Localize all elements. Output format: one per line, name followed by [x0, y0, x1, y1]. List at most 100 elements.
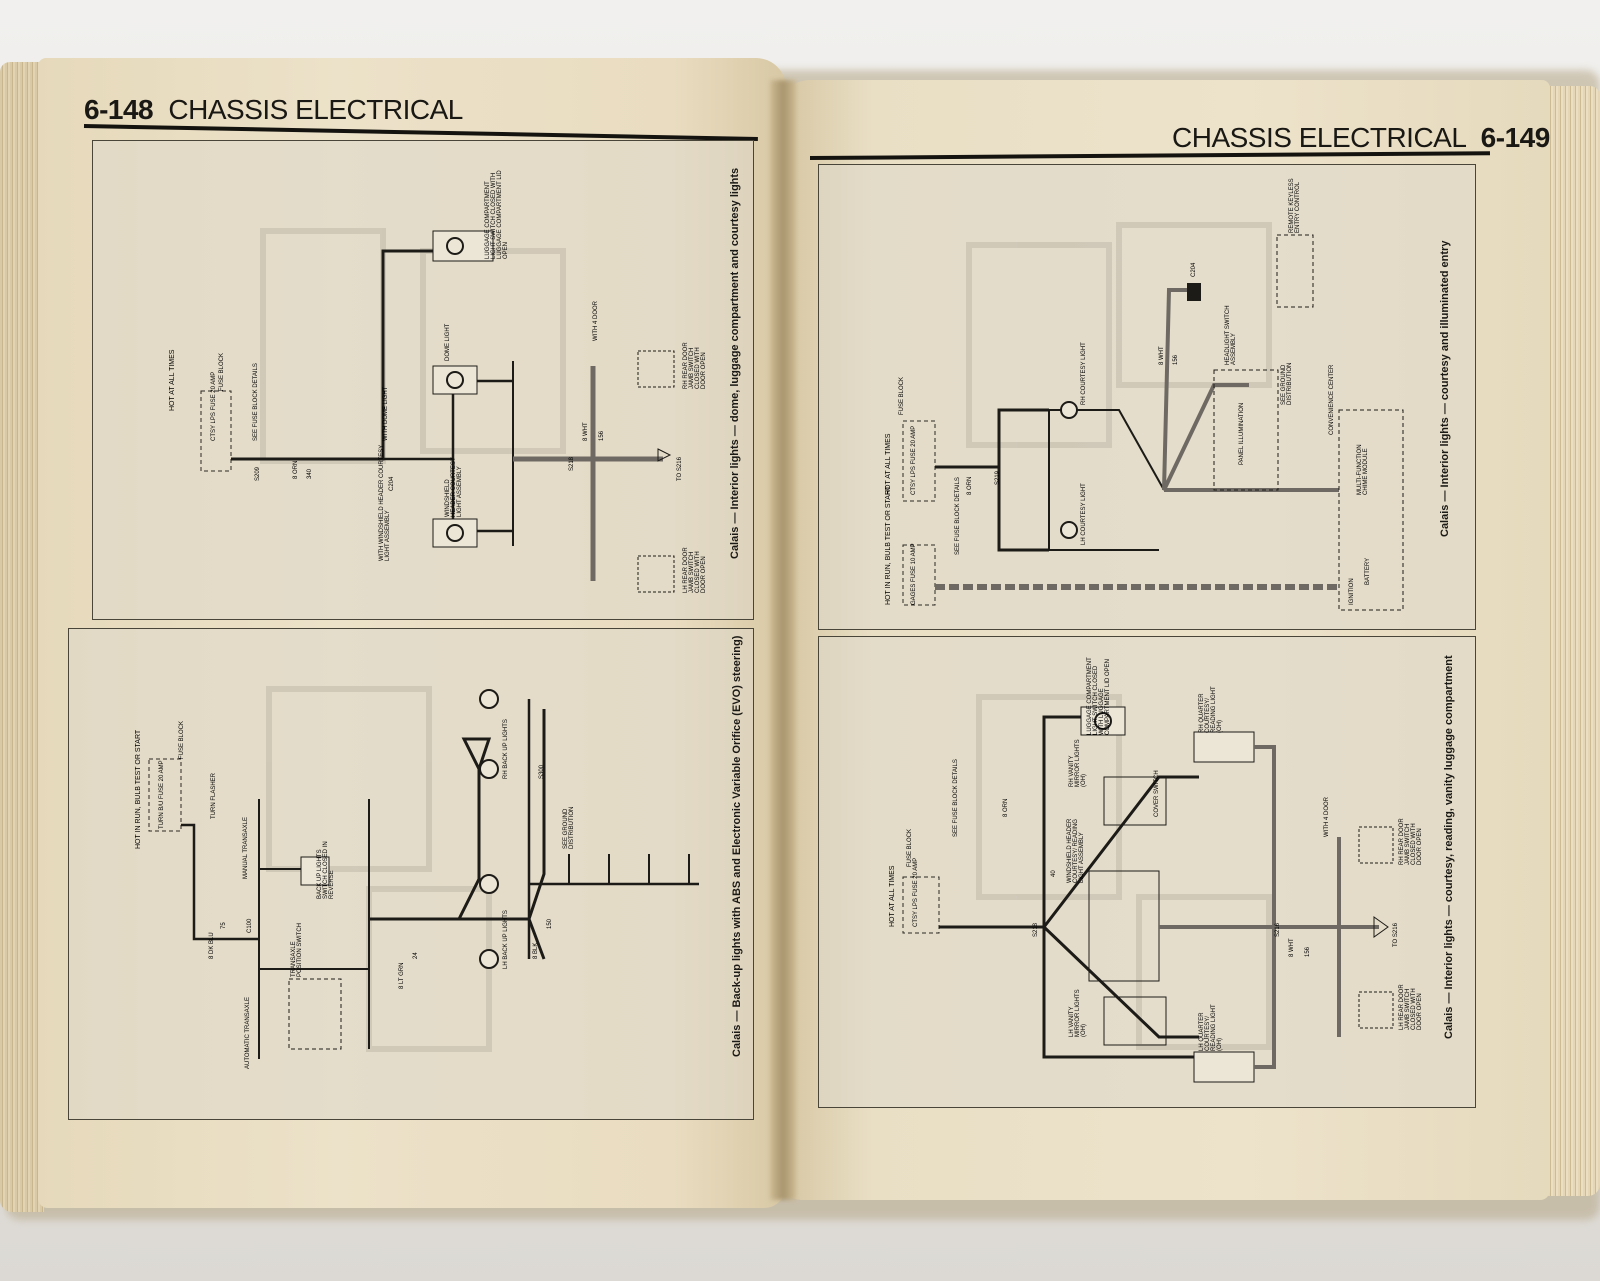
- label-wire-8-wht: 8 WHT: [1159, 346, 1165, 365]
- label-rh-backup: RH BACK UP LIGHTS: [503, 719, 509, 779]
- label-wire-40: 40: [1051, 870, 1057, 877]
- label-wire-8-dk-blu: 8 DK BLU: [209, 932, 215, 959]
- label-fuse-gages: GAGES FUSE 10 AMP: [911, 543, 917, 605]
- label-s218: S218: [569, 456, 575, 471]
- label-see-ground: SEE GROUND DISTRIBUTION: [563, 806, 575, 849]
- label-hot-run: HOT IN RUN, BULB TEST OR START: [135, 729, 142, 849]
- wiring-diagram-svg: [902, 694, 1394, 1083]
- right-page-number: 6-149: [1480, 122, 1551, 153]
- label-fuse-block: FUSE BLOCK: [219, 352, 225, 391]
- label-see-fuse: SEE FUSE BLOCK DETAILS: [953, 759, 959, 837]
- label-fuse: CTSY LPS FUSE 20 AMP: [913, 857, 919, 927]
- label-wire-8-lt-grn: 8 LT GRN: [399, 962, 405, 989]
- label-rh-vanity: RH VANITY MIRROR LIGHTS (OH): [1069, 739, 1087, 787]
- caption-courtesy-reading-vanity: Calais — Interior lights — courtesy, rea…: [1443, 655, 1455, 1039]
- label-turn-flasher: TURN FLASHER: [211, 772, 217, 819]
- caption-backup-lights: Calais — Back-up lights with ABS and Ele…: [731, 635, 743, 1057]
- left-page-header: 6-148 CHASSIS ELECTRICAL: [84, 94, 463, 126]
- label-wire-340: 340: [307, 468, 313, 479]
- right-page-edges: [1548, 86, 1600, 1196]
- label-lh-rear: LH REAR DOOR JAMB SWITCH CLOSED WITH DOO…: [1399, 984, 1423, 1030]
- label-lh-courtesy: LH COURTESY LIGHT: [1081, 483, 1087, 545]
- label-fuse-block: FUSE BLOCK: [907, 828, 913, 867]
- label-c100: C100: [247, 918, 253, 933]
- label-convenience: CONVENIENCE CENTER: [1329, 364, 1335, 435]
- label-c204: C204: [389, 476, 395, 491]
- label-s209: S209: [255, 466, 261, 481]
- label-s218: S218: [1033, 922, 1039, 937]
- right-page-header: CHASSIS ELECTRICAL 6-149: [1172, 122, 1550, 154]
- label-lh-backup: LH BACK UP LIGHTS: [503, 910, 509, 969]
- diagram-backup-lights: HOT IN RUN, BULB TEST OR START TURN B/U …: [68, 628, 754, 1120]
- label-multi-function: MULTI-FUNCTION CHIME MODULE: [1357, 444, 1369, 495]
- label-s300: S300: [539, 764, 545, 779]
- caption-courtesy-illuminated-entry: Calais — Interior lights — courtesy and …: [1439, 240, 1451, 537]
- label-wire-156: 156: [599, 430, 605, 441]
- label-wire-24: 24: [413, 952, 419, 959]
- label-see-fuse: SEE FUSE BLOCK DETAILS: [253, 363, 259, 441]
- label-with-4-door: WITH 4 DOOR: [593, 301, 599, 341]
- left-section-title: CHASSIS ELECTRICAL: [168, 94, 463, 125]
- label-wire-75: 75: [221, 922, 227, 929]
- label-rh-rear: RH REAR DOOR JAMB SWITCH CLOSED WITH DOO…: [683, 342, 707, 389]
- label-wire-8-wht: 8 WHT: [583, 422, 589, 441]
- label-lh-quarter: LH QUARTER COURTESY/ READING LIGHT (OH): [1199, 1004, 1223, 1051]
- label-remote: REMOTE KEYLESS ENTRY CONTROL: [1289, 178, 1301, 233]
- label-to-s216: TO S216: [1393, 923, 1399, 947]
- label-rh-quarter: RH QUARTER COURTESY/ READING LIGHT (OH): [1199, 686, 1223, 733]
- label-headlight-switch: HEADLIGHT SWITCH ASSEMBLY: [1225, 305, 1237, 365]
- label-wire-156: 156: [1173, 354, 1179, 365]
- label-windshield: WINDSHIELD HEADER COURTESY LIGHT ASSEMBL…: [445, 457, 463, 517]
- label-manual: MANUAL TRANSAXLE: [243, 816, 249, 879]
- label-rh-rear: RH REAR DOOR JAMB SWITCH CLOSED WITH DOO…: [1399, 818, 1423, 865]
- label-s219: S219: [995, 470, 1001, 485]
- label-transaxle-position: TRANSAXLE POSITION SWITCH: [291, 923, 303, 977]
- label-battery: BATTERY: [1365, 557, 1371, 585]
- label-wire-8-orn: 8 ORN: [1003, 798, 1009, 817]
- diagram-courtesy-reading-vanity: HOT AT ALL TIMES CTSY LPS FUSE 20 AMP FU…: [818, 636, 1476, 1108]
- label-see-fuse: SEE FUSE BLOCK DETAILS: [955, 477, 961, 555]
- right-section-title: CHASSIS ELECTRICAL: [1172, 122, 1466, 153]
- wiring-diagram-svg: [148, 686, 699, 1059]
- label-hot-at-all-times: HOT AT ALL TIMES: [889, 865, 896, 927]
- label-fuse-block: FUSE BLOCK: [179, 720, 185, 759]
- label-with-4-door: WITH 4 DOOR: [1324, 797, 1330, 837]
- label-lh-vanity: LH VANITY MIRROR LIGHTS (OH): [1069, 989, 1087, 1037]
- left-page-edges: [0, 62, 44, 1212]
- label-windshield: WINDSHIELD HEADER COURTESY/ READING LIGH…: [1067, 818, 1085, 883]
- label-s216: S216: [1275, 922, 1281, 937]
- label-wire-150: 150: [547, 918, 553, 929]
- label-with-windshield: WITH WINDSHIELD HEADER COURTESY LIGHT AS…: [379, 444, 391, 561]
- label-lh-rear: LH REAR DOOR JAMB SWITCH CLOSED WITH DOO…: [683, 547, 707, 593]
- label-wire-8-orn: 8 ORN: [293, 460, 299, 479]
- label-rh-courtesy: RH COURTESY LIGHT: [1081, 342, 1087, 405]
- label-wire-8-orn: 8 ORN: [967, 476, 973, 495]
- label-hot-at-all-times: HOT AT ALL TIMES: [169, 349, 176, 411]
- label-wire-8-wht: 8 WHT: [1289, 938, 1295, 957]
- wiring-diagram-svg: [200, 228, 675, 593]
- label-fuse-block: FUSE BLOCK: [899, 376, 905, 415]
- diagram-dome-luggage-courtesy: HOT AT ALL TIMES CTSY LPS FUSE 20 AMP SE…: [92, 140, 754, 620]
- label-see-ground: SEE GROUND DISTRIBUTION: [1281, 362, 1293, 405]
- label-fuse: TURN B/U FUSE 20 AMP: [159, 760, 165, 829]
- label-fuse: CTSY LPS FUSE 20 AMP: [211, 371, 217, 441]
- label-to-s216: TO S216: [677, 457, 683, 481]
- label-luggage: LUGGAGE COMPARTMENT LIGHT SWITCH CLOSED …: [485, 170, 509, 259]
- wiring-diagram-svg: [902, 222, 1404, 611]
- label-backup-switch: BACK UP LIGHTS SWITCH CLOSED IN REVERSE: [317, 841, 335, 899]
- label-ignition: IGNITION: [1349, 578, 1355, 605]
- label-automatic: AUTOMATIC TRANSAXLE: [245, 996, 251, 1069]
- diagram-courtesy-illuminated-entry: HOT AT ALL TIMES HOT IN RUN, BULB TEST O…: [818, 164, 1476, 630]
- label-luggage: LUGGAGE COMPARTMENT LIGHT SWITCH CLOSED …: [1087, 657, 1111, 735]
- label-fuse-ctsy: CTSY LPS FUSE 20 AMP: [911, 425, 917, 495]
- left-page-number: 6-148: [84, 94, 154, 125]
- label-wire-156: 156: [1305, 946, 1311, 957]
- caption-dome-luggage-courtesy: Calais — Interior lights — dome, luggage…: [729, 167, 741, 559]
- label-c204: C204: [1191, 262, 1197, 277]
- label-wire-8-blk: 8 BLK: [533, 942, 539, 959]
- label-hot-run: HOT IN RUN, BULB TEST OR START: [885, 485, 892, 605]
- book-gutter: [770, 80, 796, 1200]
- label-panel-illum: PANEL ILLUMINATION: [1239, 402, 1245, 465]
- label-dome: DOME LIGHT: [445, 323, 451, 361]
- label-cover-switch: COVER SWITCH: [1154, 770, 1160, 817]
